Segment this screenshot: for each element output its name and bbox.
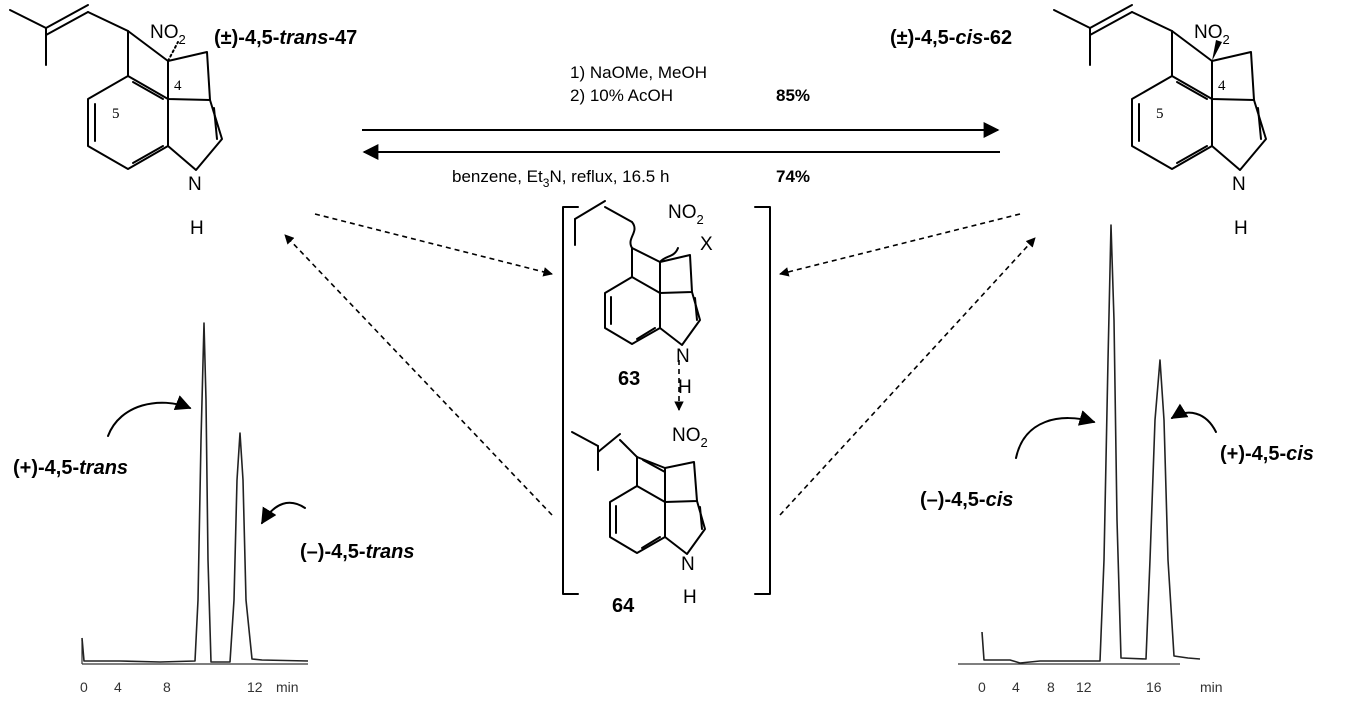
- reverse-condition: benzene, Et3N, reflux, 16.5 h: [452, 167, 669, 190]
- indole-n: N: [188, 174, 202, 195]
- tick-label: 12: [1076, 679, 1092, 695]
- peak-arrow: [107, 395, 192, 437]
- locant-5: 5: [112, 106, 120, 122]
- dashed-arrows: [284, 213, 1036, 516]
- indole-n: N: [1232, 174, 1246, 195]
- tick-label: 0: [978, 679, 986, 695]
- structure-trans-47: NO2 4 5 N H (±)-4,5-trans-47: [9, 4, 357, 239]
- peak-arrow: [261, 501, 306, 525]
- forward-yield: 85%: [776, 86, 810, 105]
- nitro-group-label: NO2: [672, 425, 708, 450]
- axis-unit: min: [1200, 679, 1223, 695]
- tick-label: 4: [114, 679, 122, 695]
- tick-label: 0: [80, 679, 88, 695]
- indole-h: H: [190, 218, 204, 239]
- cis-trace: [981, 224, 1201, 664]
- structure-63: NO2 X N H 63: [574, 200, 713, 398]
- trans-ticks: 0 4 8 12 min: [80, 679, 299, 695]
- nitro-group-label: NO2: [150, 22, 186, 47]
- cis-ticks: 0 4 8 12 16 min: [978, 679, 1223, 695]
- tick-label: 8: [1047, 679, 1055, 695]
- structure-cis-62: NO2 4 5 N H (±)-4,5-cis-62: [890, 4, 1267, 239]
- trans-trace: [81, 322, 309, 663]
- condition-line-2: 2) 10% AcOH: [570, 86, 673, 105]
- tick-label: 8: [163, 679, 171, 695]
- nitro-group-label: NO2: [668, 202, 704, 227]
- peak-label-minus-cis: (–)-4,5-cis: [920, 489, 1013, 511]
- structure-64: NO2 N H 64: [571, 425, 708, 617]
- condition-line-1: 1) NaOMe, MeOH: [570, 63, 707, 82]
- tick-label: 16: [1146, 679, 1162, 695]
- locant-4: 4: [1218, 78, 1226, 94]
- peak-arrow: [1015, 410, 1096, 459]
- peak-label-plus-cis: (+)-4,5-cis: [1220, 443, 1314, 465]
- axis-unit: min: [276, 679, 299, 695]
- peak-label-plus-trans: (+)-4,5-trans: [13, 457, 128, 479]
- nitro-group-label: NO2: [1194, 22, 1230, 47]
- tick-label: 4: [1012, 679, 1020, 695]
- indole-h: H: [1234, 218, 1248, 239]
- chromatogram-trans: 0 4 8 12 min (+)-4,5-trans (–)-4,5-trans: [13, 322, 414, 695]
- intermediate-brackets: [562, 206, 771, 595]
- compound-label-trans-47: (±)-4,5-trans-47: [214, 27, 357, 49]
- locant-4: 4: [174, 78, 182, 94]
- compound-label-63: 63: [618, 368, 640, 390]
- peak-label-minus-trans: (–)-4,5-trans: [300, 541, 414, 563]
- compound-label-64: 64: [612, 595, 635, 617]
- substituent-x: X: [700, 234, 713, 255]
- chromatogram-cis: 0 4 8 12 16 min (+)-4,5-cis (–)-4,5-cis: [920, 224, 1314, 695]
- peak-arrow: [1170, 403, 1217, 433]
- compound-label-cis-62: (±)-4,5-cis-62: [890, 27, 1012, 49]
- locant-5: 5: [1156, 106, 1164, 122]
- tick-label: 12: [247, 679, 263, 695]
- indole-n: N: [681, 554, 695, 575]
- indole-n: N: [676, 346, 690, 367]
- reverse-yield: 74%: [776, 167, 810, 186]
- indole-h: H: [678, 377, 692, 398]
- equilibrium-arrows: 1) NaOMe, MeOH 2) 10% AcOH 85% benzene, …: [362, 63, 1000, 190]
- indole-h: H: [683, 587, 697, 608]
